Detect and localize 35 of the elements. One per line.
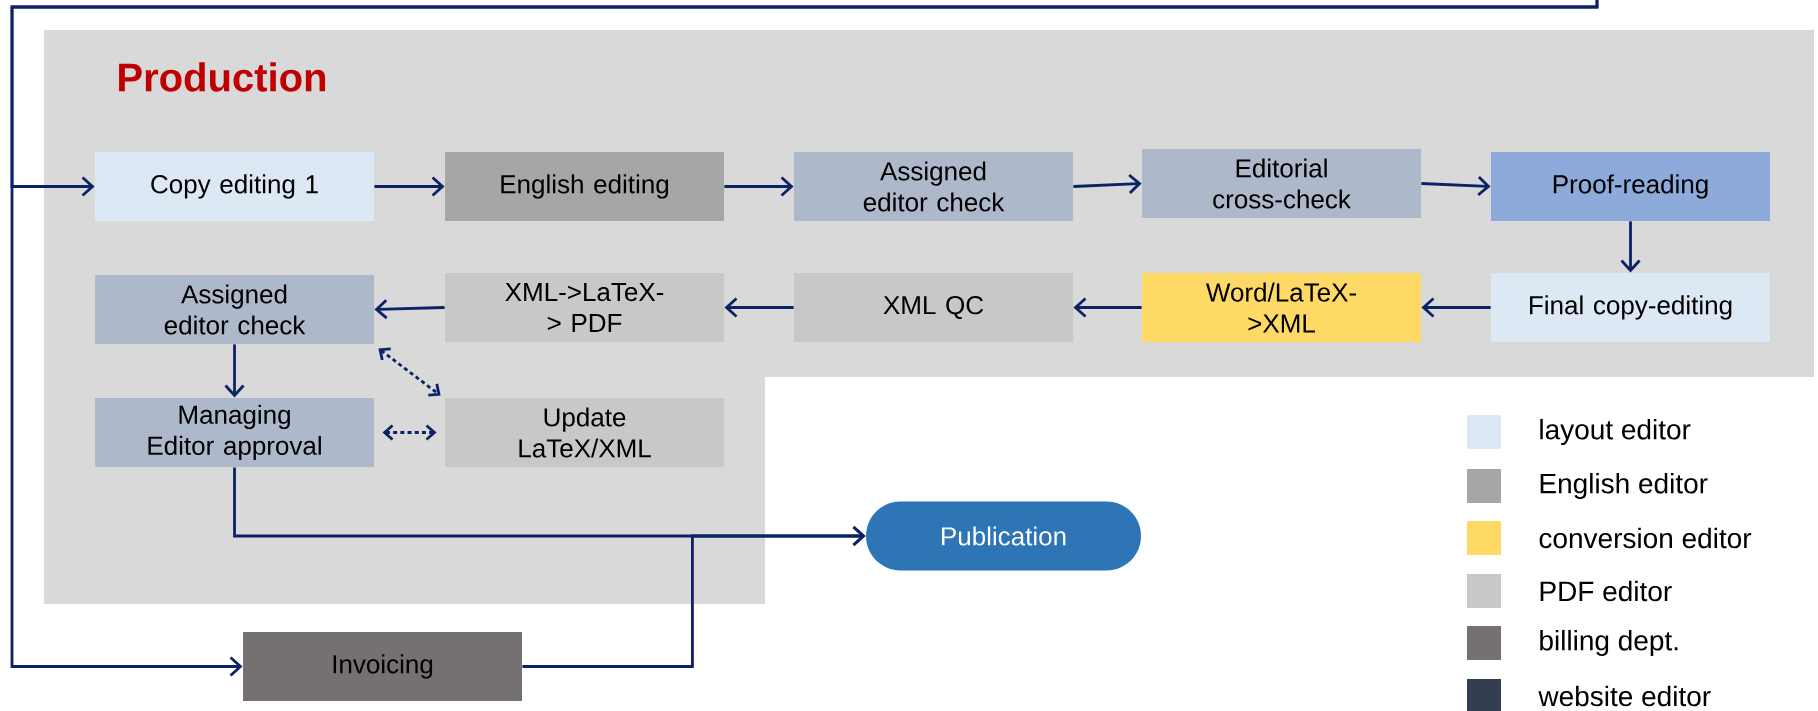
arrow [1421,176,1491,197]
terminal-pill: Publication [866,501,1141,571]
arrow [374,176,445,197]
process-box: Editorial cross-check [1142,149,1421,218]
panel-title: Production [119,62,326,92]
process-box: Final copy-editing [1491,273,1770,342]
legend-label: website editor [1538,685,1711,707]
dotted-double-arrow [378,347,441,397]
process-box: Invoicing [243,632,522,701]
process-box: Assigned editor check [95,275,374,344]
process-box: Managing Editor approval [95,398,374,467]
process-box: Assigned editor check [794,152,1073,221]
arrow [724,176,794,197]
legend-label: English editor [1540,472,1708,500]
arrow [522,525,866,668]
arrow [374,299,445,320]
arrow [724,297,794,318]
legend-label: billing dept. [1540,629,1678,657]
arrow [224,344,245,398]
legend-label: layout editor [1540,418,1691,446]
process-box: Update LaTeX/XML [445,398,724,467]
arrow [1620,221,1641,273]
process-box: Copy editing 1 [95,152,374,221]
legend-label: PDF editor [1540,580,1672,602]
process-box: Word/LaTeX- >XML [1142,273,1421,342]
arrow [1073,297,1142,318]
legend-label: conversion editor [1539,527,1752,549]
process-box: English editing [445,152,724,221]
process-box: XML->LaTeX-> PDF [445,273,724,342]
arrow [1073,173,1142,194]
process-box: Proof-reading [1491,152,1770,221]
arrow [1421,297,1491,318]
process-box: XML QC [794,273,1073,342]
dotted-double-arrow [382,424,437,441]
arrow [10,0,1599,677]
